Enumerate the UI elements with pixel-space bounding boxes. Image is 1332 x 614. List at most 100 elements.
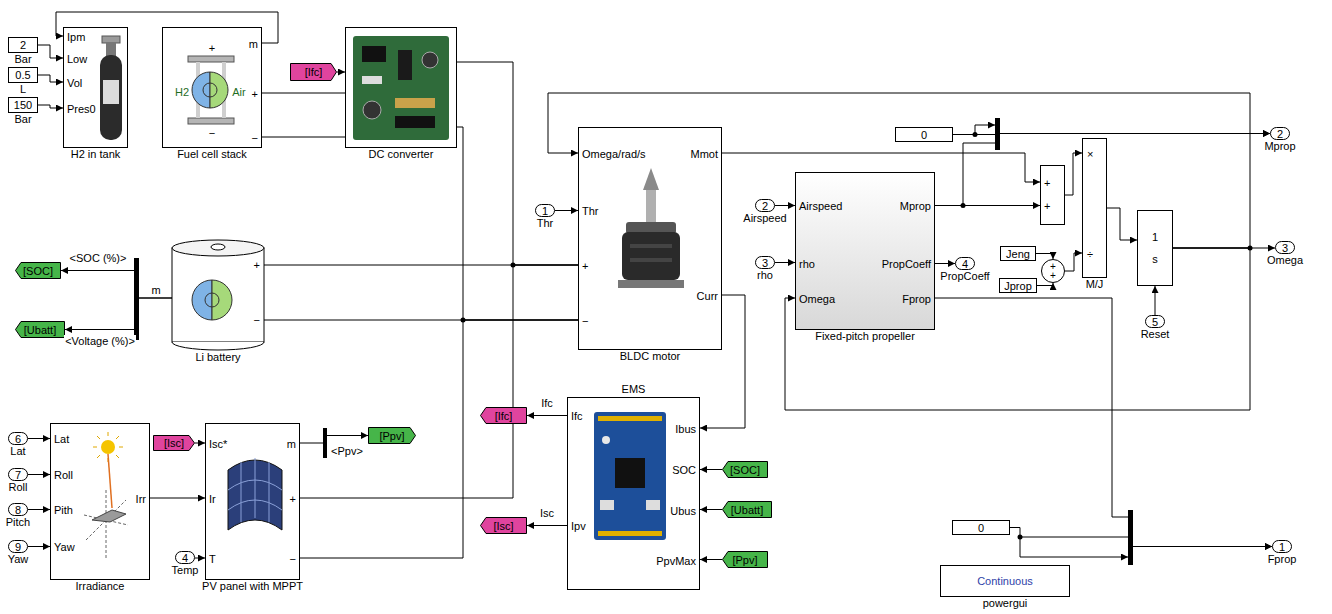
- tag-outline: [16, 322, 65, 338]
- io-port-block: 3Omega: [1275, 241, 1295, 254]
- mux-extra-input: [975, 125, 995, 135]
- dc-converter-board: [363, 101, 381, 119]
- hydrogen-tank-icon: [100, 36, 122, 140]
- block-name: Yaw: [8, 553, 29, 565]
- battery-cylinder: [211, 244, 225, 250]
- port-label: Ipv: [571, 520, 586, 532]
- hydrogen-tank-icon: [102, 36, 120, 43]
- dc-converter-board: [422, 52, 438, 68]
- block-value: 8: [15, 504, 21, 516]
- block-value: 1: [542, 205, 548, 217]
- junction-dots: [461, 132, 1253, 540]
- signal-line: [195, 443, 205, 444]
- signal-line: [38, 105, 63, 108]
- block-name: Temp: [172, 564, 199, 576]
- block-value: [SOC]: [730, 464, 760, 476]
- constant-block: 2Bar: [8, 37, 38, 53]
- port-label: +: [582, 260, 588, 272]
- block-name: Fuel cell stack: [177, 148, 247, 160]
- port-label: Isc*: [209, 438, 227, 450]
- ems-board: [602, 436, 610, 444]
- ems-board: [594, 412, 666, 540]
- port-label: +: [1050, 262, 1056, 271]
- tag-outline: [481, 408, 527, 424]
- signal-line: [527, 415, 567, 416]
- bldc-motor-picture: [630, 244, 672, 248]
- power-line: [457, 62, 578, 265]
- constant-block: 0.5L: [8, 67, 38, 83]
- demux-bars: [1128, 510, 1133, 565]
- dc-converter-board: [395, 98, 435, 108]
- signal-line: [61, 271, 172, 299]
- block-name: BLDC motor: [620, 350, 681, 362]
- block-name: PropCoeff: [940, 270, 989, 282]
- constant-block: 150Bar: [8, 97, 38, 113]
- block-value: 3: [1282, 242, 1288, 254]
- io-port-block: 3rho: [755, 256, 775, 269]
- subsystem-block: Omega/rad/sThr+−MmotCurrBLDC motor: [578, 127, 722, 350]
- port-label: +: [1050, 271, 1056, 280]
- block-name: Airspeed: [743, 212, 786, 224]
- signal-line: [38, 75, 63, 82]
- block-name: Irradiance: [76, 580, 125, 592]
- block-value: [Ubatt]: [731, 504, 763, 516]
- goto-tag: [SOC]: [722, 461, 768, 478]
- io-port-block: 4Temp: [175, 551, 195, 564]
- demux-bars: [134, 258, 139, 340]
- battery-cylinder: [205, 293, 219, 307]
- signal-line: [555, 210, 578, 211]
- block-value: [Ppv]: [379, 430, 404, 442]
- port-label: Thr: [582, 205, 599, 217]
- block-name: H2 in tank: [71, 148, 121, 160]
- port-label: Pres0: [67, 103, 96, 115]
- pv-panel-icon: [228, 458, 282, 522]
- io-port-block: 7Roll: [8, 468, 28, 481]
- goto-tag: [Ubatt]: [722, 501, 772, 518]
- block-name: Omega: [1267, 254, 1303, 266]
- from-tag: [Ifc]: [290, 63, 337, 81]
- block-value: 0: [978, 522, 984, 534]
- block-value: [SOC]: [23, 265, 53, 277]
- port-label: ÷: [1087, 248, 1093, 260]
- port-label: Low: [67, 53, 87, 65]
- block-name: Thr: [537, 217, 554, 229]
- signal-line: [700, 509, 722, 510]
- block-name: L: [20, 83, 26, 95]
- signal-line: [65, 298, 172, 330]
- block-value: [Ppv]: [732, 554, 757, 566]
- signal-line: [150, 498, 205, 499]
- goto-tag: [Ifc]: [480, 407, 527, 424]
- integrator-block: 1s: [1137, 210, 1173, 286]
- irradiance-icon: [84, 490, 128, 560]
- port-label: Curr: [697, 290, 718, 302]
- port-label: Pith: [54, 504, 73, 516]
- fuel-cell-icon: [203, 83, 217, 97]
- signal-line: [28, 546, 50, 547]
- port-label: Airspeed: [799, 200, 842, 212]
- constant-block: Jprop: [999, 278, 1037, 293]
- subsystem-block: Isc*IrTm+−PV panel with MPPT: [205, 423, 300, 580]
- port-label: rho: [799, 258, 815, 270]
- block-value: 0: [921, 129, 927, 141]
- dc-converter-board: [353, 36, 449, 140]
- terminal-sign: −: [209, 127, 215, 139]
- port-label: Ipm: [67, 31, 85, 43]
- from-tag: [Isc]: [153, 435, 195, 451]
- dc-converter-board: [362, 46, 386, 62]
- port-label: Yaw: [54, 541, 75, 553]
- goto-tag: [Isc]: [480, 517, 527, 534]
- gas-label: Air: [232, 86, 245, 98]
- signal-line: [935, 298, 1272, 547]
- block-name: Fixed-pitch propeller: [815, 330, 915, 342]
- gas-label: H2: [175, 86, 189, 98]
- signal-label: Isc: [539, 507, 555, 519]
- ems-board: [594, 412, 666, 540]
- block-value: 2: [762, 200, 768, 212]
- ems-board: [600, 500, 614, 510]
- constant-block: Jeng: [1000, 246, 1036, 261]
- bldc-motor-picture: [622, 232, 680, 280]
- ems-board: [598, 531, 662, 536]
- tag-outline: [723, 462, 768, 478]
